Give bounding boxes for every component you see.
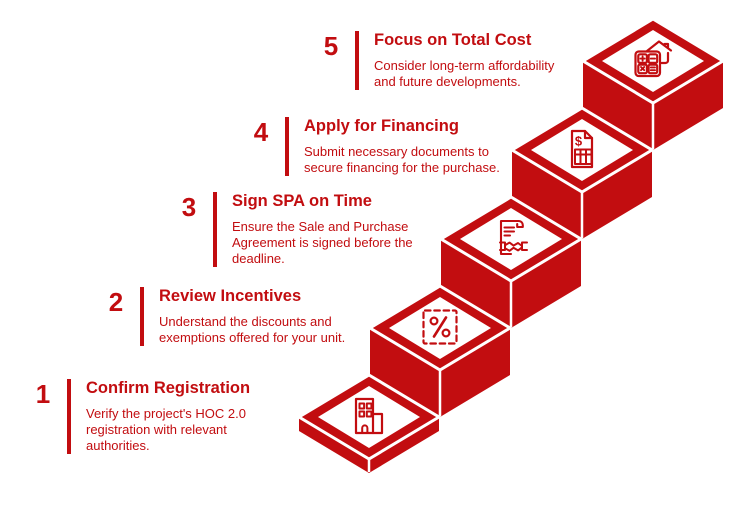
step-5-inner-face <box>602 30 704 92</box>
step-3-inner-face <box>460 208 562 270</box>
step-number: 3 <box>181 192 197 222</box>
step-2-platform <box>367 284 513 417</box>
step-4-platform: $ <box>509 106 655 239</box>
step-title: Sign SPA on Time <box>232 192 372 210</box>
step-text-column: Sign SPA on Time Ensure the Sale and Pur… <box>232 192 428 267</box>
step-title: Apply for Financing <box>304 117 459 135</box>
step-3-platform <box>438 195 584 328</box>
step-5-text-block: 5 Focus on Total Cost Consider long-term… <box>316 31 579 90</box>
step-description: Verify the project's HOC 2.0 registratio… <box>86 405 246 453</box>
step-number: 5 <box>323 31 339 61</box>
step-1-platform <box>296 373 442 473</box>
accent-bar <box>213 192 217 267</box>
dollar-glyph: $ <box>575 134 583 149</box>
calculator-house-icon <box>634 40 673 78</box>
step-5-platform <box>580 17 726 150</box>
financing-document-icon: $ <box>570 129 594 169</box>
contract-handshake-icon <box>499 219 528 256</box>
step-1-text-block: 1 Confirm Registration Verify the projec… <box>28 379 258 454</box>
step-description: Submit necessary documents to secure fin… <box>304 143 500 175</box>
step-2-text-block: 2 Review Incentives Understand the disco… <box>101 287 364 346</box>
percent-discount-icon <box>422 309 458 345</box>
step-title: Review Incentives <box>159 287 302 305</box>
building-icon <box>354 397 384 435</box>
step-description: Consider long-term affordability and fut… <box>374 57 555 89</box>
step-description: Ensure the Sale and Purchase Agreement i… <box>232 218 413 266</box>
step-number: 2 <box>108 287 124 317</box>
step-description: Understand the discounts and exemptions … <box>159 313 346 345</box>
step-title: Focus on Total Cost <box>374 31 532 49</box>
accent-bar <box>67 379 71 454</box>
step-number: 4 <box>253 117 269 147</box>
step-title: Confirm Registration <box>86 379 251 397</box>
step-text-column: Apply for Financing Submit necessary doc… <box>304 117 516 176</box>
step-number: 1 <box>35 379 51 409</box>
step-text-column: Confirm Registration Verify the project'… <box>86 379 258 454</box>
accent-bar <box>355 31 359 90</box>
step-text-column: Review Incentives Understand the discoun… <box>159 287 364 346</box>
step-4-text-block: 4 Apply for Financing Submit necessary d… <box>246 117 516 176</box>
step-3-text-block: 3 Sign SPA on Time Ensure the Sale and P… <box>174 192 428 267</box>
accent-bar <box>285 117 289 176</box>
step-text-column: Focus on Total Cost Consider long-term a… <box>374 31 579 90</box>
accent-bar <box>140 287 144 346</box>
